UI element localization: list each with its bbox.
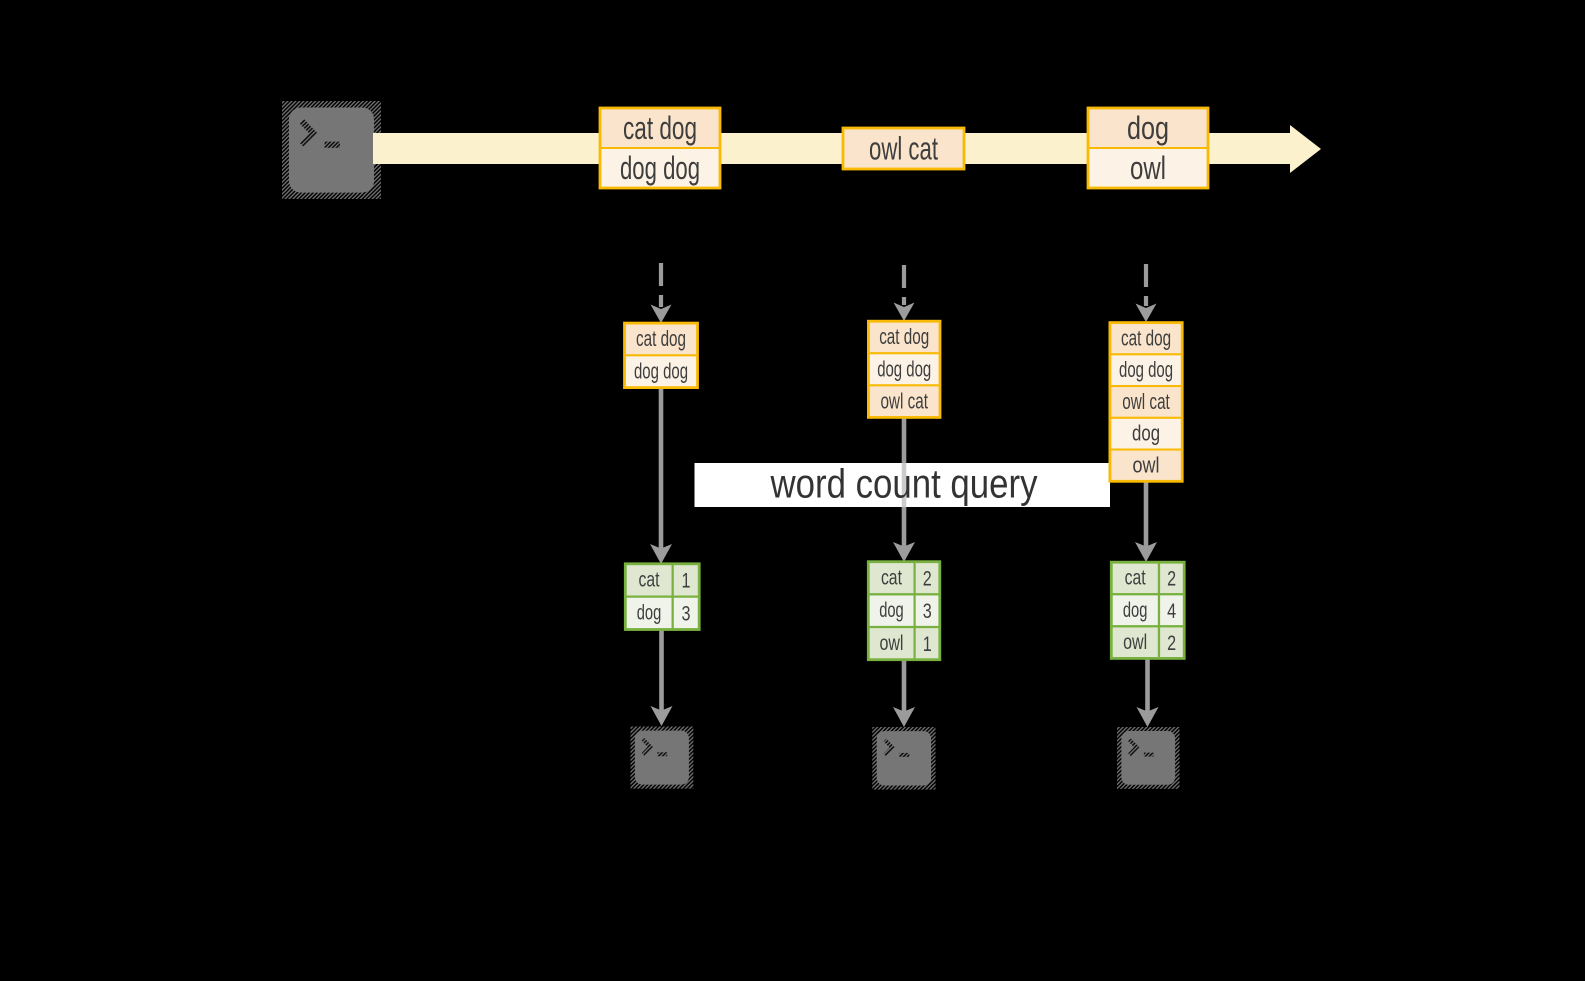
svg-text:cat: cat: [639, 568, 660, 592]
svg-text:owl: owl: [1130, 150, 1166, 186]
svg-text:4: 4: [1167, 599, 1176, 623]
svg-text:dog: dog: [1132, 421, 1160, 446]
svg-text:dog: dog: [879, 598, 904, 622]
svg-text:1: 1: [681, 569, 690, 593]
svg-text:cat dog: cat dog: [623, 110, 697, 146]
svg-text:owl cat: owl cat: [869, 131, 938, 167]
svg-text:dog dog: dog dog: [1119, 357, 1173, 382]
svg-text:word count query: word count query: [770, 461, 1038, 507]
svg-text:owl: owl: [1133, 452, 1160, 477]
svg-text:cat: cat: [881, 566, 902, 590]
svg-text:dog dog: dog dog: [620, 150, 700, 186]
svg-text:owl cat: owl cat: [880, 388, 928, 413]
svg-text:owl cat: owl cat: [1122, 389, 1170, 414]
svg-text:cat: cat: [1125, 566, 1146, 590]
svg-text:owl: owl: [1123, 630, 1147, 654]
svg-text:3: 3: [923, 599, 932, 623]
svg-text:dog dog: dog dog: [634, 358, 688, 383]
svg-text:2: 2: [923, 567, 932, 591]
svg-text:dog: dog: [637, 601, 662, 625]
svg-text:dog: dog: [1127, 110, 1169, 146]
svg-text:2: 2: [1167, 567, 1176, 591]
svg-text:1: 1: [923, 632, 932, 656]
svg-text:2: 2: [1167, 631, 1176, 655]
svg-text:3: 3: [681, 602, 690, 626]
svg-text:owl: owl: [879, 631, 903, 655]
svg-text:dog dog: dog dog: [877, 356, 931, 381]
svg-text:cat dog: cat dog: [1121, 325, 1171, 350]
svg-text:dog: dog: [1123, 598, 1148, 622]
svg-text:cat dog: cat dog: [879, 324, 929, 349]
svg-text:cat dog: cat dog: [636, 326, 686, 351]
